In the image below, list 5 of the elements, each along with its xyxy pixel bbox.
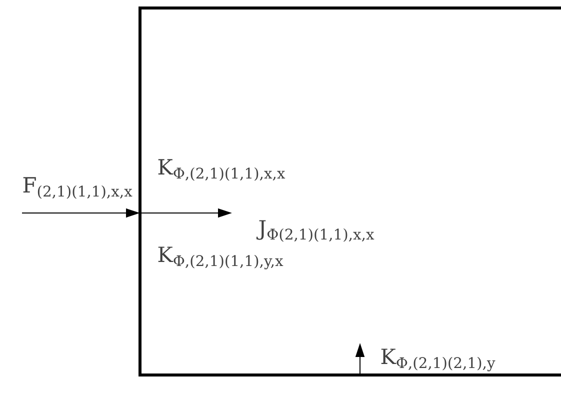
symbol-label: J$_{Φ(2,1)(1,1),x,x}$: [256, 220, 374, 242]
symbol-label: K$_{Φ,(2,1)(1,1),y,x}$: [158, 246, 284, 270]
symbol-label: K$_{Φ,(2,1)(2,1),y}$: [381, 348, 496, 372]
symbol-label: F$_{(2,1)(1,1),x,x}$: [23, 177, 132, 199]
symbol-label: K$_{Φ,(2,1)(1,1),x,x}$: [158, 159, 286, 181]
